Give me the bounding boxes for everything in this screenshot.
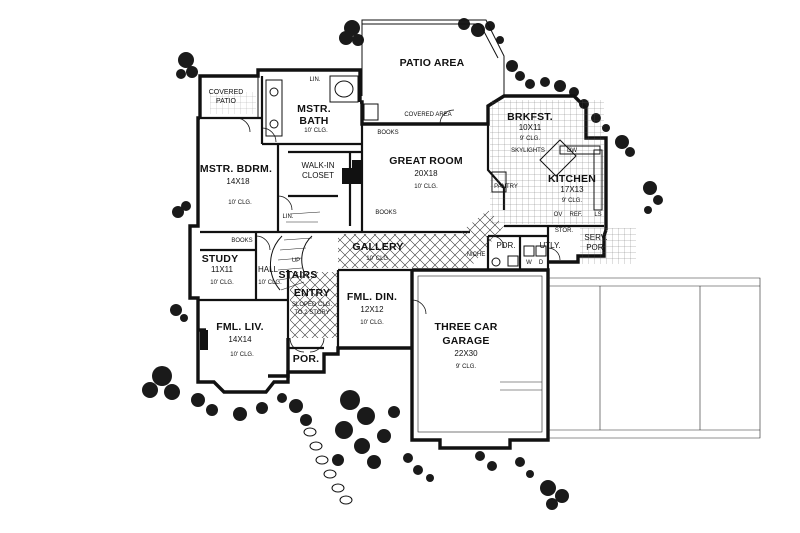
room-pdr: PDR.: [496, 241, 515, 250]
room-labels: PATIO AREA COVERED PATIO MSTR. BATH 10' …: [200, 57, 608, 370]
room-study: STUDY: [202, 253, 239, 265]
shrub-top-left: [170, 52, 198, 322]
room-kitchen: KITCHEN: [548, 173, 596, 185]
room-mstr-bdrm-size: 14X18: [226, 177, 250, 186]
room-entry-clg-line2: TO 2 STORY: [294, 310, 329, 316]
room-covered-patio-line1: COVERED: [209, 89, 244, 96]
room-stairs: STAIRS: [279, 269, 318, 281]
label-skylights: SKYLIGHTS: [511, 148, 545, 154]
room-mstr-bath-clg: 10' CLG.: [304, 128, 328, 134]
shrub-bottom-center: [403, 451, 569, 510]
room-kitchen-clg: 9' CLG.: [562, 198, 582, 204]
room-mstr-bath-line1: MSTR.: [297, 103, 331, 115]
doors: [235, 109, 561, 353]
room-covered-patio-line2: PATIO: [216, 98, 237, 105]
room-study-size: 11X11: [211, 265, 233, 274]
room-great-room: GREAT ROOM: [389, 155, 463, 167]
room-great-room-size: 20X18: [414, 169, 438, 178]
room-fml-liv-size: 14X14: [228, 335, 252, 344]
room-covered-area: COVERED AREA: [404, 112, 451, 118]
room-fml-din-size: 12X12: [360, 305, 384, 314]
room-hall-clg: 10' CLG.: [258, 280, 282, 286]
room-walk-in-closet-line1: WALK-IN: [301, 161, 334, 170]
room-walk-in-closet-line2: CLOSET: [302, 171, 334, 180]
label-d: D: [539, 260, 544, 266]
label-books-study: BOOKS: [231, 238, 252, 244]
room-mstr-bath-line2: BATH: [299, 115, 328, 127]
room-hall: HALL: [258, 265, 279, 274]
label-books-great-top: BOOKS: [377, 130, 398, 136]
label-niche: NICHE: [467, 252, 486, 258]
room-garage-line2: GARAGE: [442, 335, 489, 347]
label-ov: OV: [554, 212, 563, 218]
label-pantry: PANTRY: [494, 184, 518, 190]
room-entry-clg-line1: SLOPED CLG.: [292, 302, 332, 308]
room-fml-din-clg: 10' CLG.: [360, 320, 384, 326]
room-garage-line1: THREE CAR: [434, 321, 497, 333]
room-serv-por-line2: POR.: [586, 243, 606, 252]
room-brkfst-clg: 9' CLG.: [520, 136, 540, 142]
label-ref: REF.: [569, 212, 582, 218]
room-fml-din: FML. DIN.: [347, 291, 397, 303]
room-por: POR.: [293, 353, 319, 365]
room-kitchen-size: 17X13: [560, 185, 584, 194]
room-gallery-clg: 10' CLG.: [366, 256, 390, 262]
room-great-room-clg: 10' CLG.: [414, 184, 438, 190]
room-serv-por-line1: SERV.: [584, 233, 607, 242]
room-brkfst: BRKFST.: [507, 111, 553, 123]
room-fml-liv: FML. LIV.: [216, 321, 264, 333]
label-dw: DW: [567, 148, 577, 154]
shrub-top-center: [339, 18, 504, 46]
fixtures: [200, 75, 761, 439]
room-entry: ENTRY: [294, 287, 330, 299]
label-ls: LS: [594, 212, 601, 218]
room-patio-area: PATIO AREA: [400, 57, 465, 69]
room-gallery: GALLERY: [352, 241, 403, 253]
label-up: UP: [292, 258, 300, 264]
room-garage-size: 22X30: [454, 349, 478, 358]
staircase: [270, 211, 321, 291]
patio-area-shape: [361, 19, 505, 96]
label-lin-hall: LIN.: [282, 214, 293, 220]
room-study-clg: 10' CLG.: [210, 280, 234, 286]
shrub-entry-garden: [332, 390, 400, 469]
label-books-great-left: BOOKS: [375, 210, 396, 216]
tile-floors: [210, 92, 636, 338]
room-fml-liv-clg: 10' CLG.: [230, 352, 254, 358]
label-stor: STOR.: [555, 228, 574, 234]
room-garage-clg: 9' CLG.: [456, 364, 476, 370]
room-utly: UTLY.: [539, 241, 560, 250]
shrub-bottom-left: [142, 366, 312, 426]
room-mstr-bdrm: MSTR. BDRM.: [200, 163, 272, 175]
stepping-stones: [303, 427, 353, 505]
room-brkfst-size: 10X11: [519, 123, 542, 132]
room-mstr-bdrm-clg: 10' CLG.: [228, 200, 252, 206]
label-lin-bath: LIN.: [309, 77, 320, 83]
label-w: W: [526, 260, 532, 266]
